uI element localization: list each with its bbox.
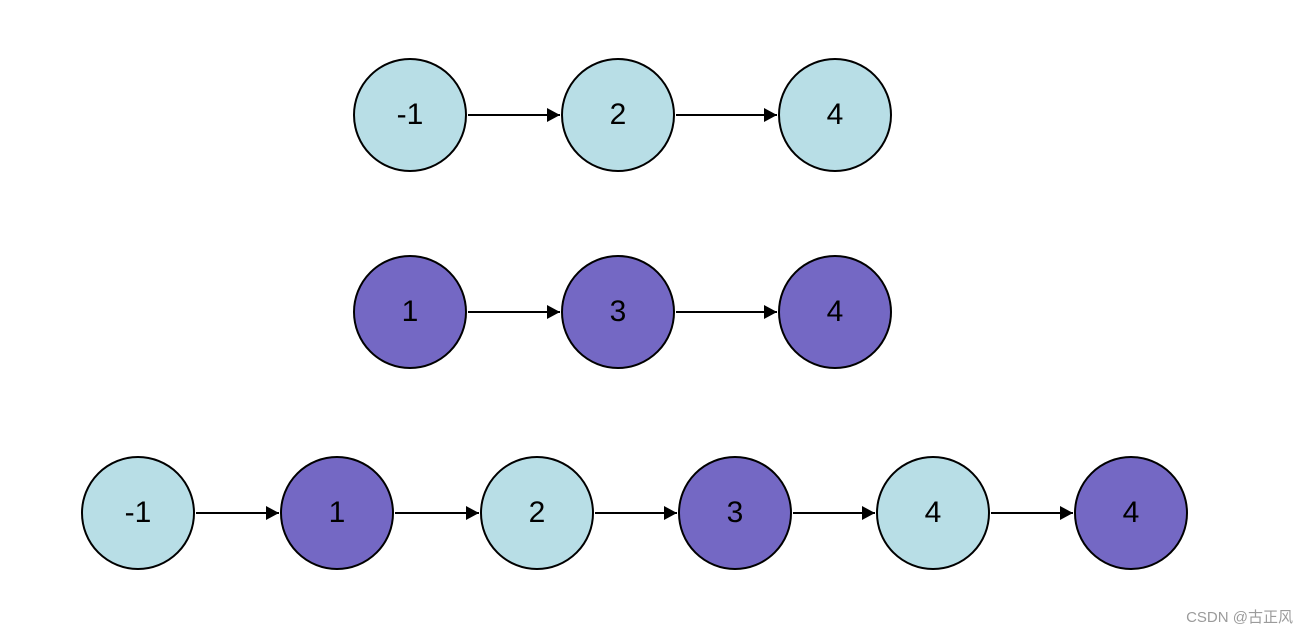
arrow-icon	[793, 506, 875, 520]
arrow-icon	[595, 506, 677, 520]
list-node: 3	[561, 255, 675, 369]
watermark: CSDN @古正风	[1186, 609, 1293, 626]
node-value: 4	[924, 496, 942, 529]
node-value: 1	[328, 496, 346, 529]
arrow-icon	[676, 305, 777, 319]
list-node: -1	[81, 456, 195, 570]
node-value: -1	[396, 98, 424, 131]
list-node: -1	[353, 58, 467, 172]
node-value: 1	[401, 295, 419, 328]
list-node: 4	[876, 456, 990, 570]
list-node: 2	[561, 58, 675, 172]
arrow-icon	[468, 305, 560, 319]
node-value: 3	[609, 295, 627, 328]
list-node: 1	[280, 456, 394, 570]
node-value: 4	[1122, 496, 1140, 529]
node-value: 2	[609, 98, 627, 131]
list-node: 4	[1074, 456, 1188, 570]
arrow-icon	[676, 108, 777, 122]
node-value: 3	[726, 496, 744, 529]
node-value: -1	[124, 496, 152, 529]
arrow-icon	[991, 506, 1073, 520]
list-node: 3	[678, 456, 792, 570]
list-node: 1	[353, 255, 467, 369]
node-value: 2	[528, 496, 546, 529]
list-node: 4	[778, 58, 892, 172]
node-value: 4	[826, 98, 844, 131]
node-value: 4	[826, 295, 844, 328]
arrow-icon	[395, 506, 479, 520]
arrow-icon	[468, 108, 560, 122]
list-node: 2	[480, 456, 594, 570]
arrow-icon	[196, 506, 279, 520]
list-node: 4	[778, 255, 892, 369]
